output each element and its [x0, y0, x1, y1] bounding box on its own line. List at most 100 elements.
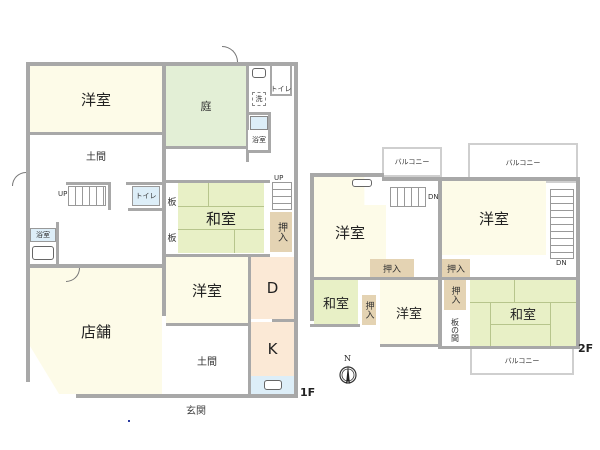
stairs-left-2f[interactable]: [390, 187, 426, 207]
room-earthen-floor-top: 土間: [30, 135, 162, 175]
sink-icon: [252, 68, 266, 78]
room-kitchen: K: [251, 322, 294, 376]
room-western-mid: 洋室: [166, 257, 248, 323]
stairs-dn-label: DN: [428, 193, 439, 201]
wall: [310, 173, 384, 177]
wall: [438, 181, 442, 349]
room-label: 洋室: [478, 209, 509, 228]
sink-icon: [352, 179, 372, 187]
room-japanese-right: 和室: [470, 280, 576, 346]
room-label: 和室: [205, 209, 236, 228]
entrance-label: 玄関: [186, 406, 206, 417]
room-label: 洗: [255, 95, 263, 103]
sink-icon: [263, 380, 282, 390]
room-label: 押入: [382, 264, 401, 275]
room-label: 庭: [200, 100, 212, 113]
wall: [248, 112, 270, 115]
floor-label-2f: 2F: [578, 342, 594, 355]
toilet-stairs[interactable]: トイレ: [132, 186, 160, 206]
room-board: 板の間: [444, 313, 466, 347]
closet-center[interactable]: 押入: [442, 259, 470, 277]
wall: [576, 177, 580, 347]
room-shop: 店舗: [30, 268, 162, 394]
wall: [294, 62, 298, 398]
wall: [76, 394, 298, 398]
wall: [246, 66, 249, 162]
wall: [380, 344, 442, 347]
wall: [128, 208, 164, 211]
room-label: 洋室: [191, 281, 222, 300]
bathtub-icon: [32, 246, 54, 260]
wall: [166, 146, 248, 149]
room-label: 板: [167, 197, 177, 208]
room-bath-left: 浴室: [30, 228, 56, 242]
room-bath-top: 浴室: [248, 130, 270, 150]
room-label: 洋室: [334, 223, 365, 242]
wall: [310, 173, 314, 321]
stairs-right[interactable]: [272, 182, 292, 210]
balcony-bottom: バルコニー: [470, 347, 574, 375]
closet-small[interactable]: 押入: [362, 295, 376, 325]
room-label: バルコニー: [504, 357, 540, 365]
kitchen-sink: [251, 376, 294, 394]
floor-plan-2f: バルコニー バルコニー バルコニー 洋室 DN 押入 洋室 DN 押入 和室 押…: [310, 143, 580, 379]
washer-space: 洗: [252, 92, 266, 106]
wall: [310, 277, 580, 280]
room-label: 土間: [86, 151, 106, 163]
wall: [126, 182, 164, 185]
wall: [162, 66, 166, 316]
wall: [26, 62, 30, 382]
stairs-dn-label: DN: [556, 259, 567, 267]
wall: [442, 346, 580, 349]
closet-mid[interactable]: 押入: [444, 280, 466, 310]
room-label: 押入: [363, 301, 374, 319]
closet-left[interactable]: 押入: [370, 259, 414, 277]
toilet-top[interactable]: トイレ: [270, 66, 292, 96]
wall: [166, 180, 270, 183]
wall: [56, 222, 59, 266]
room-label: 押入: [449, 286, 460, 304]
stairs-up-label: UP: [58, 190, 68, 198]
room-label: 板の間: [450, 318, 460, 342]
room-western-center: 洋室: [380, 280, 438, 344]
board-strip: 板 板: [166, 183, 178, 255]
wall: [272, 319, 294, 322]
stairs-up-label: UP: [274, 174, 284, 182]
room-label: K: [267, 340, 278, 358]
wall: [108, 182, 111, 210]
balcony-left: バルコニー: [382, 147, 442, 177]
compass-icon: [339, 365, 357, 384]
door[interactable]: [222, 46, 238, 62]
balcony-right: バルコニー: [468, 143, 578, 183]
room-label: トイレ: [135, 192, 157, 200]
room-label: 店舗: [80, 322, 111, 341]
stairs-right-2f[interactable]: [550, 189, 574, 259]
floor-plan-1f: 洋室 庭 洗 トイレ 浴室 土間 UP トイレ 浴室 店舗: [12, 46, 298, 398]
wall: [166, 323, 250, 326]
room-western-top: 洋室: [30, 66, 162, 132]
room-label: バルコニー: [394, 158, 430, 166]
wall: [382, 177, 580, 181]
room-japanese-left: 和室: [314, 280, 358, 324]
bathtub-icon: [250, 116, 268, 130]
door[interactable]: [12, 172, 26, 186]
room-dining: D: [251, 257, 294, 319]
room-label: 和室: [509, 307, 536, 323]
room-label: 押入: [275, 222, 287, 242]
room-earthen-floor-bottom: 土間: [166, 326, 248, 394]
wall: [26, 62, 298, 66]
room-label: 土間: [197, 356, 217, 368]
room-label: 和室: [322, 296, 349, 312]
room-label: 浴室: [252, 136, 266, 144]
stairs-left[interactable]: [68, 186, 106, 206]
room-label: 洋室: [395, 306, 422, 322]
room-label: バルコニー: [505, 159, 541, 167]
dot: [128, 420, 130, 422]
wall: [248, 254, 251, 394]
floor-label-1f: 1F: [300, 386, 316, 399]
wall: [66, 182, 110, 185]
room-label: 洋室: [80, 90, 111, 109]
wall: [248, 150, 271, 153]
closet-1f[interactable]: 押入: [270, 212, 292, 252]
room-label: 押入: [446, 264, 465, 275]
